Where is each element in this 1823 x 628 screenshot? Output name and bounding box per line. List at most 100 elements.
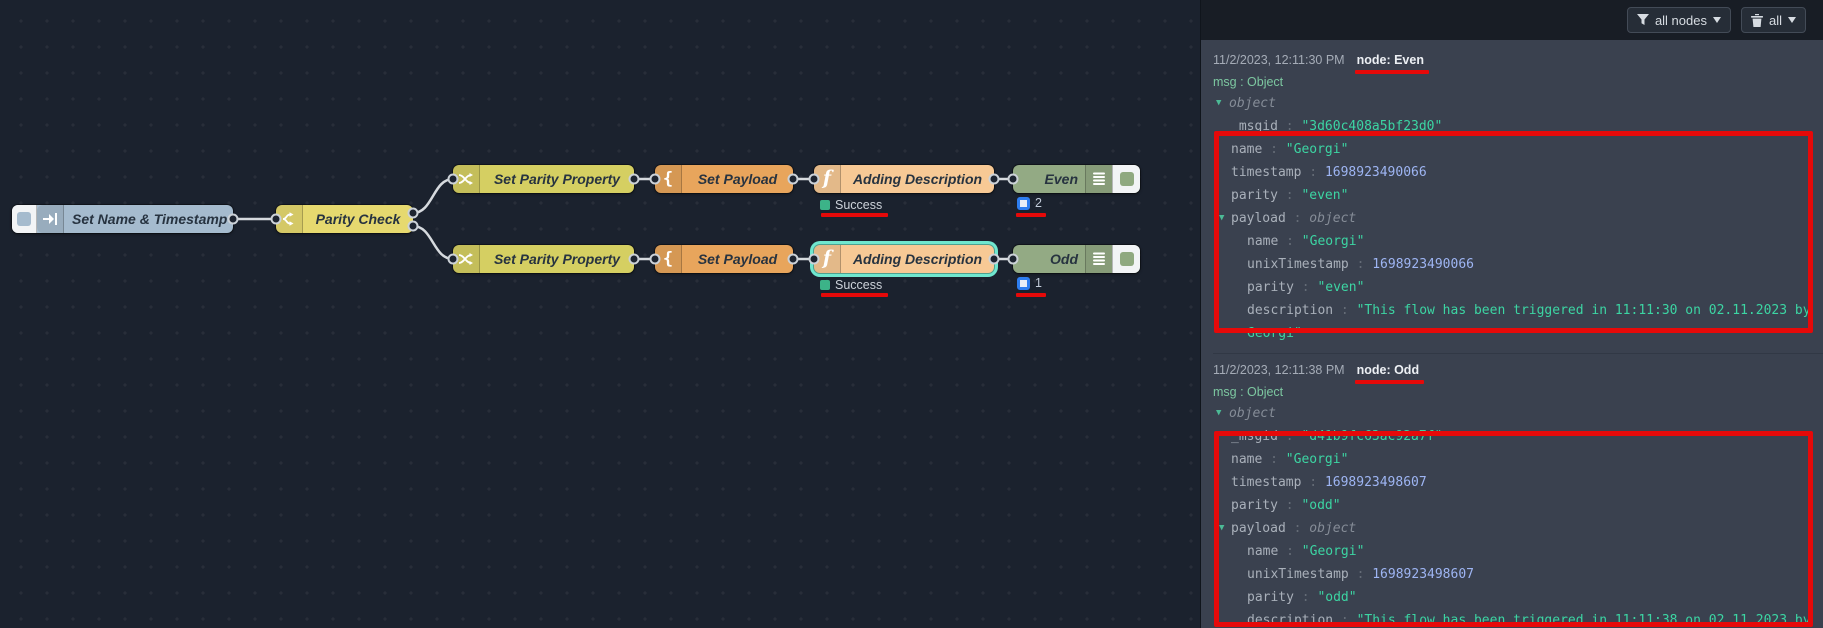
- node-label: Parity Check: [303, 205, 413, 233]
- key-value-separator: :: [1286, 521, 1309, 536]
- annotation-underline-count-even: [1016, 213, 1046, 217]
- tree-key: payload: [1231, 211, 1286, 226]
- message-type[interactable]: msg : Object: [1213, 70, 1823, 92]
- key-value-separator: :: [1333, 613, 1356, 628]
- tree-value: object: [1309, 211, 1356, 226]
- key-value-separator: :: [1294, 280, 1317, 295]
- debug-count-even: 2: [1017, 196, 1042, 210]
- chevron-down-icon: [1713, 17, 1721, 23]
- node-change-set-parity-top[interactable]: Set Parity Property: [453, 165, 634, 193]
- debug-toggle-inner: [1120, 252, 1134, 266]
- node-function-adding-description-bottom[interactable]: f Adding Description: [814, 245, 994, 273]
- tree-row[interactable]: _msgid : "d41b9fc63ac92a7f": [1213, 425, 1823, 448]
- debug-sidebar: all nodes all 11/2/2023, 12:11:30 PM node…: [1200, 0, 1823, 628]
- debug-messages: 11/2/2023, 12:11:30 PM node: Even msg : Ob…: [1213, 44, 1823, 628]
- key-value-separator: :: [1278, 188, 1301, 203]
- debug-toggle-button[interactable]: [1112, 165, 1140, 193]
- tree-value: "odd": [1317, 590, 1356, 605]
- node-function-adding-description-top[interactable]: f Adding Description: [814, 165, 994, 193]
- collapse-toggle-icon[interactable]: ▼: [1216, 402, 1221, 425]
- tree-row[interactable]: description : "This flow has been trigge…: [1213, 609, 1823, 628]
- tree-row[interactable]: ▼payload : object: [1213, 207, 1823, 230]
- key-value-separator: :: [1262, 142, 1285, 157]
- key-value-separator: :: [1278, 119, 1301, 134]
- tree-row[interactable]: ▼object: [1213, 402, 1823, 425]
- filter-label: all nodes: [1655, 13, 1707, 28]
- tree-key: object: [1229, 96, 1276, 111]
- filter-nodes-button[interactable]: all nodes: [1627, 7, 1731, 33]
- tree-row[interactable]: ▼payload : object: [1213, 517, 1823, 540]
- flow-canvas[interactable]: Set Name & Timestamp Parity Check: [0, 0, 1200, 628]
- debug-list-icon: [1085, 165, 1112, 193]
- tree-row[interactable]: parity : "even": [1213, 276, 1823, 299]
- tree-row[interactable]: unixTimestamp : 1698923498607: [1213, 563, 1823, 586]
- tree-key: name: [1231, 142, 1262, 157]
- key-value-separator: :: [1301, 165, 1324, 180]
- node-template-set-payload-top[interactable]: { Set Payload: [655, 165, 793, 193]
- key-value-separator: :: [1278, 544, 1301, 559]
- tree-value: "odd": [1301, 498, 1340, 513]
- tree-value: "even": [1301, 188, 1348, 203]
- inject-button-inner: [17, 212, 31, 226]
- message-source-node: node: Even: [1357, 53, 1424, 67]
- tree-row[interactable]: timestamp : 1698923498607: [1213, 471, 1823, 494]
- tree-row[interactable]: description : "This flow has been trigge…: [1213, 299, 1823, 345]
- tree-key: description: [1247, 613, 1333, 628]
- tree-row[interactable]: timestamp : 1698923490066: [1213, 161, 1823, 184]
- inject-button[interactable]: [12, 205, 37, 233]
- node-template-set-payload-bottom[interactable]: { Set Payload: [655, 245, 793, 273]
- node-debug-even[interactable]: Even: [1013, 165, 1140, 193]
- node-label: Set Name & Timestamp: [64, 205, 235, 233]
- collapse-toggle-icon[interactable]: ▼: [1219, 207, 1224, 230]
- key-value-separator: :: [1278, 429, 1301, 444]
- tree-row[interactable]: _msgid : "3d60c408a5bf23d0": [1213, 115, 1823, 138]
- node-debug-odd[interactable]: Odd: [1013, 245, 1140, 273]
- collapse-toggle-icon[interactable]: ▼: [1219, 517, 1224, 540]
- debug-list-icon: [1085, 245, 1112, 273]
- debug-message: 11/2/2023, 12:11:30 PM node: Even msg : Ob…: [1213, 44, 1823, 354]
- node-label: Odd: [1013, 245, 1085, 273]
- node-label: Set Parity Property: [480, 165, 634, 193]
- tree-row[interactable]: parity : "odd": [1213, 586, 1823, 609]
- clear-messages-button[interactable]: all: [1741, 7, 1806, 33]
- node-change-set-parity-bottom[interactable]: Set Parity Property: [453, 245, 634, 273]
- tree-row[interactable]: parity : "odd": [1213, 494, 1823, 517]
- change-icon: [453, 245, 480, 273]
- debug-message-list[interactable]: 11/2/2023, 12:11:30 PM node: Even msg : Ob…: [1201, 40, 1823, 628]
- key-value-separator: :: [1301, 475, 1324, 490]
- key-value-separator: :: [1278, 234, 1301, 249]
- node-label: Adding Description: [841, 165, 994, 193]
- debug-toggle-button[interactable]: [1112, 245, 1140, 273]
- count-badge-icon: [1017, 277, 1030, 290]
- node-switch-parity-check[interactable]: Parity Check: [276, 205, 413, 233]
- tree-row[interactable]: name : "Georgi": [1213, 540, 1823, 563]
- annotation-underline-success-bottom: [821, 293, 888, 297]
- tree-value: "3d60c408a5bf23d0": [1301, 119, 1442, 134]
- collapse-toggle-icon[interactable]: ▼: [1216, 92, 1221, 115]
- status-dot-icon: [820, 280, 830, 290]
- tree-key: name: [1247, 234, 1278, 249]
- status-dot-icon: [820, 200, 830, 210]
- key-value-separator: :: [1278, 498, 1301, 513]
- tree-value: "Georgi": [1302, 234, 1365, 249]
- tree-row[interactable]: parity : "even": [1213, 184, 1823, 207]
- tree-key: unixTimestamp: [1247, 567, 1349, 582]
- message-timestamp: 11/2/2023, 12:11:30 PM: [1213, 53, 1345, 67]
- tree-row[interactable]: name : "Georgi": [1213, 448, 1823, 471]
- tree-value: 1698923490066: [1372, 257, 1474, 272]
- tree-key: payload: [1231, 521, 1286, 536]
- tree-row[interactable]: ▼ object: [1213, 92, 1823, 115]
- tree-row[interactable]: unixTimestamp : 1698923490066: [1213, 253, 1823, 276]
- node-inject-set-name-timestamp[interactable]: Set Name & Timestamp: [12, 205, 233, 233]
- function-icon: f: [814, 165, 841, 193]
- tree-value: 1698923498607: [1372, 567, 1474, 582]
- tree-row[interactable]: name : "Georgi": [1213, 230, 1823, 253]
- change-icon: [453, 165, 480, 193]
- tree-value: 1698923490066: [1325, 165, 1427, 180]
- count-value: 1: [1035, 276, 1042, 290]
- tree-row[interactable]: name : "Georgi": [1213, 138, 1823, 161]
- wires-layer: [0, 0, 1200, 628]
- key-value-separator: :: [1349, 567, 1372, 582]
- key-value-separator: :: [1262, 452, 1285, 467]
- message-type[interactable]: msg : Object: [1213, 380, 1823, 402]
